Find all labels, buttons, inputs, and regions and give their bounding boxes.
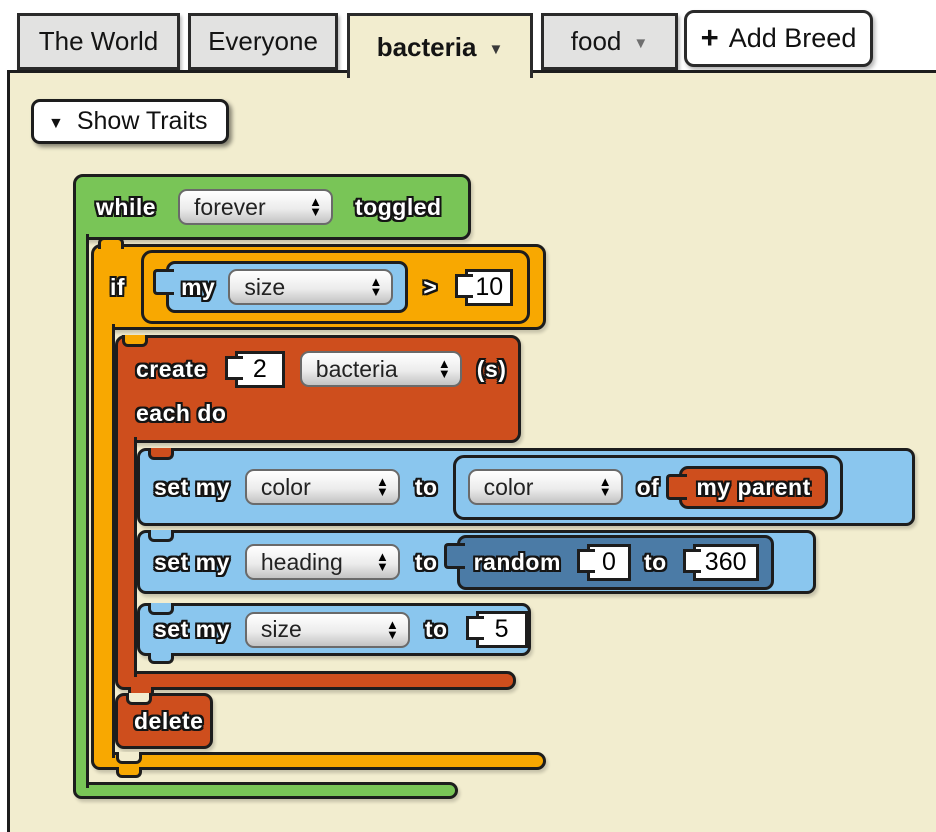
create-count-input[interactable]: 2 xyxy=(224,350,285,388)
random-block[interactable]: random 0 to 360 xyxy=(443,534,774,590)
dropdown-arrows-icon: ▲▼ xyxy=(376,549,389,574)
while-block-header[interactable]: while forever ▲▼ toggled xyxy=(73,174,471,240)
set-my-label: set my xyxy=(154,473,230,500)
if-block-footer[interactable] xyxy=(91,752,546,778)
set-size-trait-dropdown[interactable]: size ▲▼ xyxy=(244,611,410,648)
random-min-input[interactable]: 0 xyxy=(576,543,631,581)
set-heading-block[interactable]: set my heading ▲▼ to random 0 to 360 xyxy=(137,530,816,594)
create-block-spine[interactable] xyxy=(115,437,137,677)
create-block-footer[interactable] xyxy=(115,671,516,698)
create-suffix-label: (s) xyxy=(476,355,507,382)
random-max-input[interactable]: 360 xyxy=(682,543,759,581)
set-color-value-socket[interactable]: color ▲▼ of my parent xyxy=(452,454,843,520)
to-label: to xyxy=(424,616,448,642)
while-block-spine[interactable] xyxy=(73,234,89,788)
tab-label: bacteria xyxy=(376,31,477,62)
set-my-label: set my xyxy=(154,616,230,642)
caret-down-icon[interactable]: ▼ xyxy=(633,35,649,52)
if-trait-dropdown[interactable]: size ▲▼ xyxy=(228,269,394,305)
caret-down-icon: ▼ xyxy=(48,114,64,132)
of-label: of xyxy=(636,473,660,500)
show-traits-label: Show Traits xyxy=(76,107,208,135)
create-block-notch xyxy=(122,335,148,347)
create-breed-dropdown[interactable]: bacteria ▲▼ xyxy=(299,351,462,388)
if-value-input[interactable]: 10 xyxy=(455,268,514,306)
set-color-notch xyxy=(148,448,174,460)
dropdown-arrows-icon: ▲▼ xyxy=(376,474,389,499)
tab-label: food xyxy=(570,26,622,56)
set-size-block[interactable]: set my size ▲▼ to 5 xyxy=(137,603,531,664)
set-color-block[interactable]: set my color ▲▼ to color ▲▼ of my parent xyxy=(137,448,915,526)
if-block-spine[interactable] xyxy=(91,324,115,758)
random-label: random xyxy=(473,548,561,575)
add-breed-label: Add Breed xyxy=(728,23,857,53)
source-trait-dropdown[interactable]: color ▲▼ xyxy=(467,469,623,505)
greater-than-operator: > xyxy=(423,273,438,300)
plus-icon: + xyxy=(700,19,719,55)
tab-the-world[interactable]: The World xyxy=(17,13,180,70)
delete-block[interactable]: delete xyxy=(115,693,213,749)
to-label: to xyxy=(414,548,438,575)
delete-keyword: delete xyxy=(134,707,204,734)
create-block-header[interactable]: create 2 bacteria ▲▼ (s) each do xyxy=(115,335,521,443)
my-parent-block[interactable]: my parent xyxy=(666,465,828,509)
tab-everyone[interactable]: Everyone xyxy=(188,13,338,70)
dropdown-arrows-icon: ▲▼ xyxy=(598,474,612,499)
my-size-reporter-block[interactable]: my size ▲▼ xyxy=(153,261,409,313)
tab-bacteria-active[interactable]: bacteria ▼ xyxy=(347,13,533,78)
set-heading-trait-dropdown[interactable]: heading ▲▼ xyxy=(244,544,400,580)
while-toggled-label: toggled xyxy=(355,193,442,220)
tab-label: The World xyxy=(38,26,159,56)
set-size-bottom-tab xyxy=(148,653,174,664)
to-label: to xyxy=(643,548,667,575)
to-label: to xyxy=(414,473,438,500)
if-block-top-tab xyxy=(98,237,124,249)
set-heading-notch xyxy=(148,530,174,542)
set-my-label: set my xyxy=(154,548,230,575)
if-keyword: if xyxy=(110,273,126,300)
tab-label: Everyone xyxy=(208,26,318,56)
if-block-header[interactable]: if my size ▲▼ > 10 xyxy=(91,237,546,330)
dropdown-arrows-icon: ▲▼ xyxy=(369,274,383,299)
set-color-trait-dropdown[interactable]: color ▲▼ xyxy=(244,469,400,505)
caret-down-icon[interactable]: ▼ xyxy=(488,40,504,58)
delete-block-notch xyxy=(126,693,152,705)
add-breed-button[interactable]: + Add Breed xyxy=(684,10,873,67)
set-size-value-input[interactable]: 5 xyxy=(465,611,528,648)
set-size-notch xyxy=(148,603,174,615)
my-label: my xyxy=(181,273,216,300)
if-footer-notch xyxy=(116,752,142,764)
script-canvas[interactable]: ▼ Show Traits while forever ▲▼ toggled i… xyxy=(7,70,936,832)
show-traits-button[interactable]: ▼ Show Traits xyxy=(31,99,229,144)
dropdown-arrows-icon: ▲▼ xyxy=(309,194,323,219)
if-footer-tab xyxy=(116,767,142,778)
create-keyword: create xyxy=(136,355,207,382)
dropdown-arrows-icon: ▲▼ xyxy=(386,616,399,642)
if-condition-socket[interactable]: my size ▲▼ > 10 xyxy=(141,250,531,324)
each-do-label: each do xyxy=(136,400,227,427)
while-keyword: while xyxy=(96,193,157,220)
while-condition-dropdown[interactable]: forever ▲▼ xyxy=(178,189,334,225)
my-parent-label: my parent xyxy=(696,473,811,500)
while-block-footer[interactable] xyxy=(73,782,458,799)
tab-food[interactable]: food ▼ xyxy=(541,13,678,70)
dropdown-arrows-icon: ▲▼ xyxy=(437,356,451,382)
